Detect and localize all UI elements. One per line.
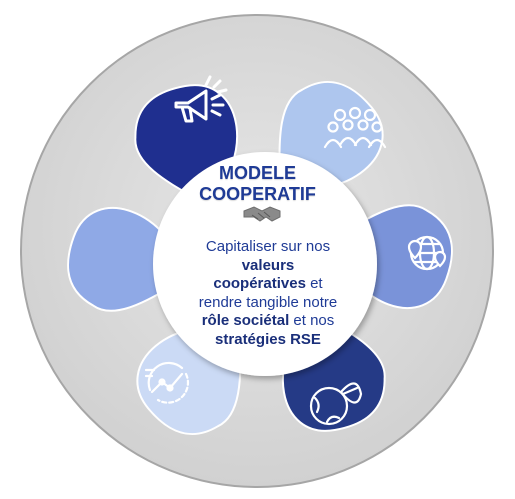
handshake-icon: [243, 206, 281, 222]
earth-leaf-icon: [309, 382, 363, 426]
analytics-icon: [144, 361, 190, 404]
team-icon: [323, 106, 387, 149]
globe-pin-icon: [407, 235, 447, 271]
megaphone-icon: [174, 75, 228, 123]
center-circle: [153, 152, 377, 376]
